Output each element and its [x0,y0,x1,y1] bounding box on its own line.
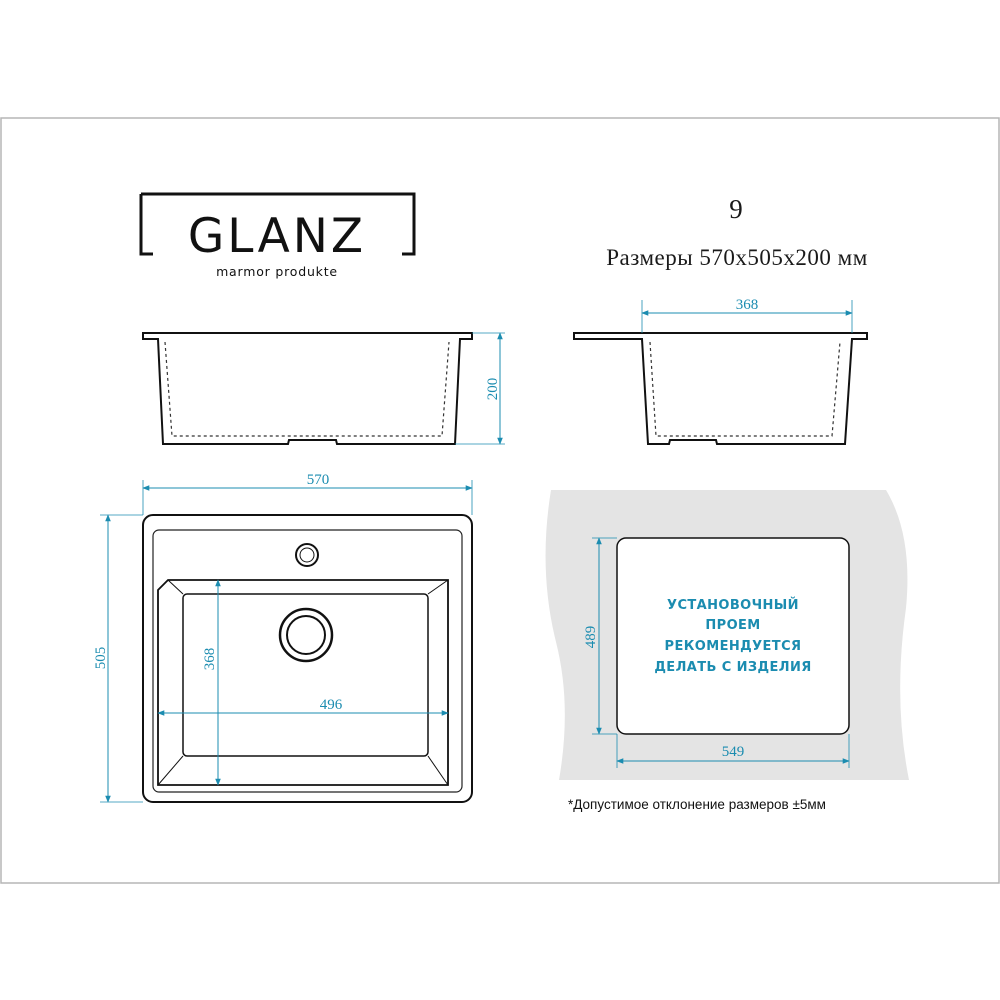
top-depth-label: 505 [93,647,109,670]
model-number: 9 [729,194,743,224]
drain-hole [278,607,334,663]
glanz-logo: GLANZ marmor produkte [139,192,416,279]
faucet-hole [295,543,319,567]
size-label: Размеры 570х505х200 мм [606,245,868,270]
side-view: 200 [142,332,505,445]
cutout-width-label: 549 [722,744,745,760]
brand-name: GLANZ [188,209,366,264]
bowl-width-label: 496 [320,697,343,713]
section-view: 368 [573,297,868,445]
bowl-depth-label: 368 [202,648,218,671]
brand-tagline: marmor produkte [216,264,338,279]
cutout-note-line-2: ПРОЕМ [705,618,760,633]
cutout-note-line-3: РЕКОМЕНДУЕТСЯ [665,639,802,654]
top-width-label: 570 [307,472,330,488]
cutout-depth-label: 489 [583,626,599,649]
height-label: 200 [485,378,501,401]
cutout-opening [616,537,850,735]
cutout-note-line-1: УСТАНОВОЧНЫЙ [667,597,799,613]
cutout-view: УСТАНОВОЧНЫЙ ПРОЕМ РЕКОМЕНДУЕТСЯ ДЕЛАТЬ … [545,490,909,780]
top-view: 570 505 368 496 [93,472,473,803]
section-width-label: 368 [736,297,759,313]
tolerance-footnote: *Допустимое отклонение размеров ±5мм [568,797,826,812]
cutout-note-line-4: ДЕЛАТЬ С ИЗДЕЛИЯ [654,660,811,675]
